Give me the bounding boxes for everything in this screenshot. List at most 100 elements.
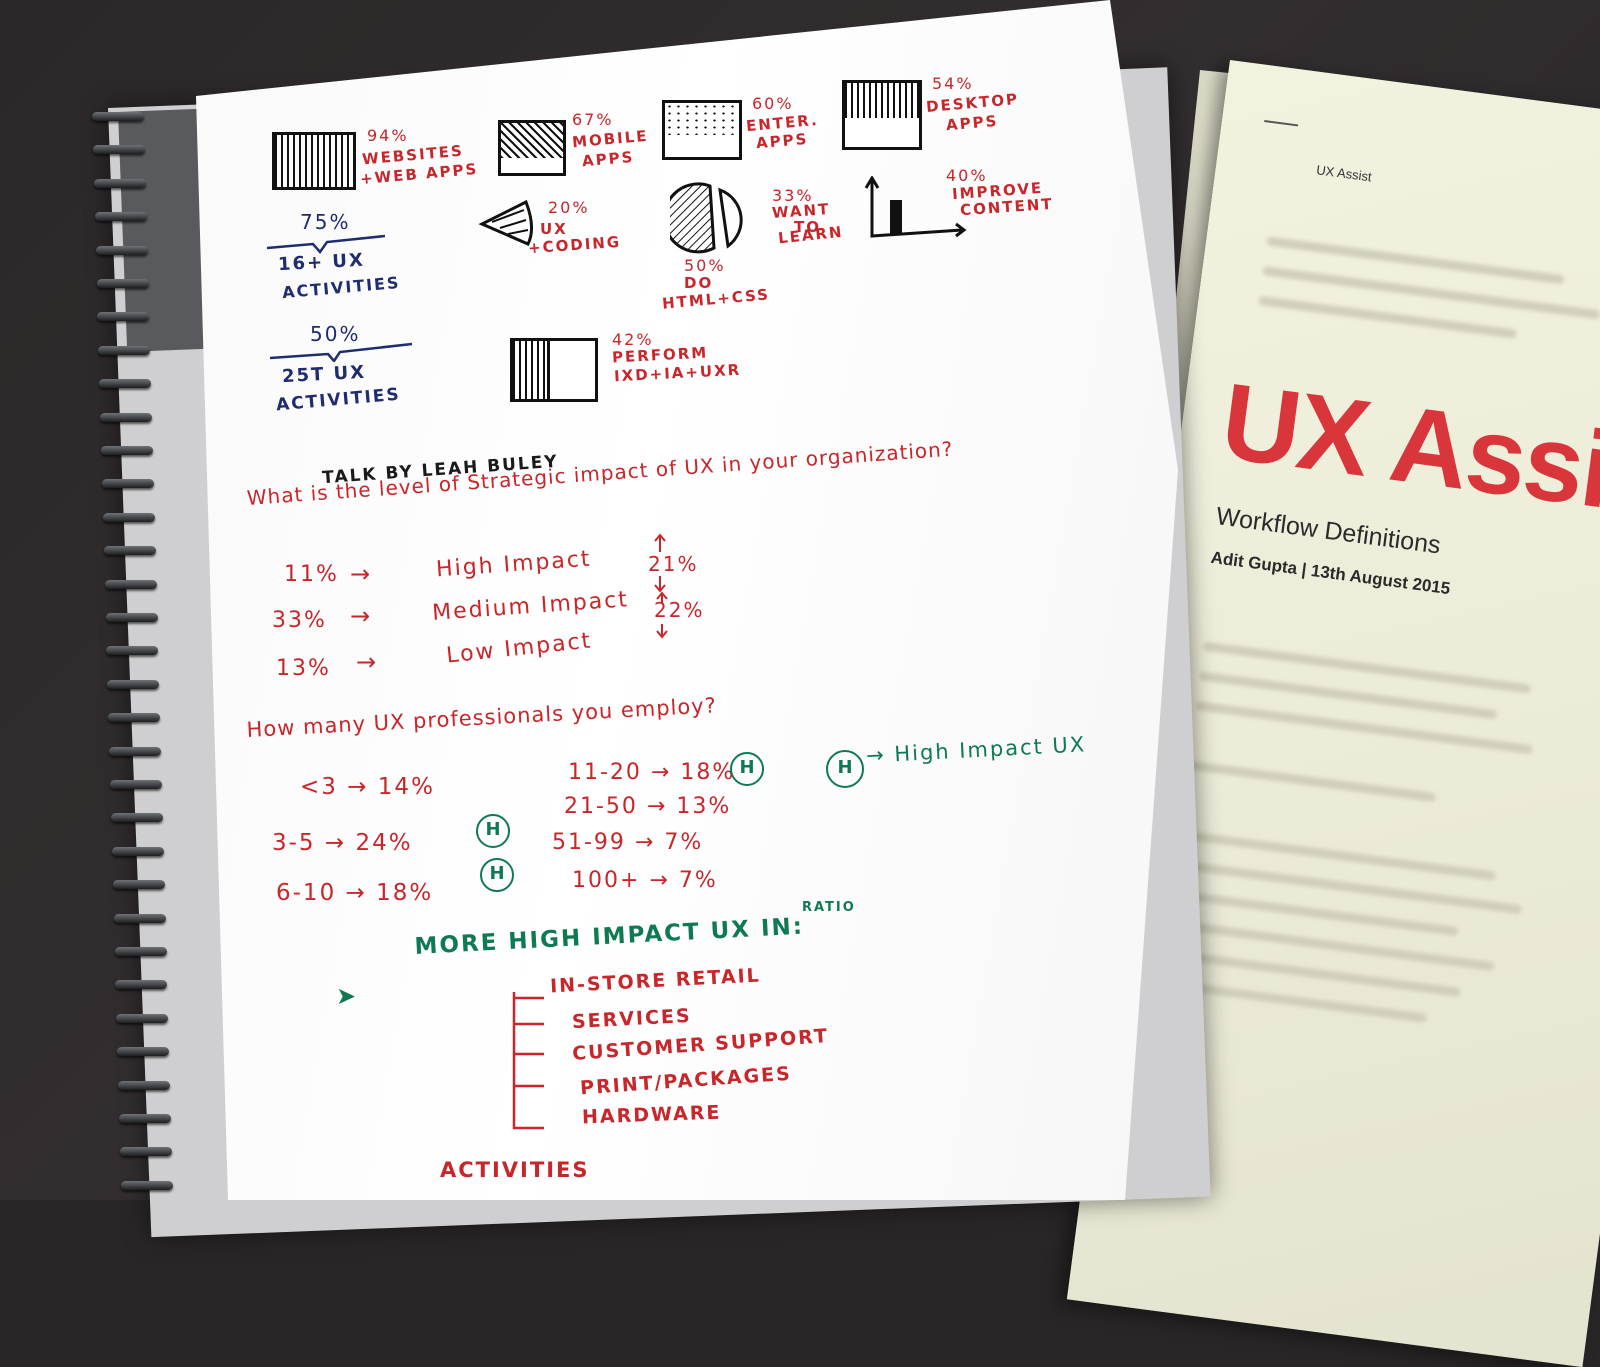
handwritten-note-page: 94% WEBSITES +WEB APPS 67% MOBILE APPS 6… <box>196 0 1178 1200</box>
bottom-partial-text: ACTIVITIES <box>440 1158 590 1182</box>
spiral-coil <box>111 846 164 856</box>
spiral-coil <box>101 479 154 489</box>
stat-pct: 50% <box>310 322 361 346</box>
stat-label: MOBILE <box>571 126 650 152</box>
high-impact-legend: → High Impact UX <box>865 732 1087 768</box>
spiral-coil <box>110 813 163 823</box>
stat-label: ACTIVITIES <box>275 384 402 416</box>
stat-pct: 33% <box>772 186 814 205</box>
spiral-coil <box>103 546 156 556</box>
stat-pct: 94% <box>367 126 409 145</box>
box-sketch-icon <box>662 100 742 160</box>
impact-pct: 33% <box>272 608 327 633</box>
stat-pct: 60% <box>752 94 794 113</box>
more-list-item: PRINT/PACKAGES <box>579 1062 793 1100</box>
blurred-text-line <box>1187 760 1437 803</box>
spiral-coil <box>110 780 162 789</box>
stat-label: DESKTOP <box>925 89 1020 117</box>
spiral-coil <box>116 1013 169 1023</box>
stat-label: TO <box>794 218 821 236</box>
employ-range: 11-20 → 18% <box>568 760 736 785</box>
stat-label: 16+ UX <box>277 249 366 276</box>
stat-label: APPS <box>945 111 1000 135</box>
underline-arrow-icon <box>266 234 386 254</box>
stat-label: APPS <box>581 147 636 171</box>
spiral-coil <box>106 646 159 656</box>
high-impact-marker-icon: H <box>730 752 764 786</box>
arrow-icon: → <box>350 560 373 588</box>
spiral-coil <box>92 112 144 121</box>
impact-label: High Impact <box>435 546 593 583</box>
impact-label: Medium Impact <box>431 587 630 626</box>
pie-slice-sketch-icon <box>478 199 533 246</box>
spiral-coil <box>98 345 151 355</box>
more-high-impact-heading: MORE HIGH IMPACT UX IN: <box>414 913 805 960</box>
spiral-coil <box>104 579 157 589</box>
impact-range-pct: 21% <box>648 552 699 576</box>
spiral-coil <box>112 880 165 890</box>
stat-label: ACTIVITIES <box>281 272 402 303</box>
ratio-annotation: RATIO <box>802 900 856 915</box>
question-ux-professionals: How many UX professionals you employ? <box>246 693 718 742</box>
stat-pct: 50% <box>684 256 726 275</box>
stat-label: HTML+CSS <box>661 285 771 313</box>
high-impact-marker-icon: H <box>476 814 510 848</box>
arrow-icon: → <box>356 648 379 676</box>
range-arrows-icon <box>654 533 668 639</box>
spiral-coil <box>100 412 153 422</box>
bullet-arrow-icon: ➤ <box>336 982 359 1010</box>
spiral-coil <box>102 512 155 522</box>
stat-label: UX <box>540 220 568 238</box>
stat-pct: 54% <box>932 74 974 93</box>
employ-range: 6-10 → 18% <box>276 880 434 906</box>
more-list-item: SERVICES <box>571 1004 693 1034</box>
document-header-rule <box>1264 120 1299 127</box>
document-title: UX Assi <box>1215 359 1600 531</box>
spiral-coil <box>119 1147 172 1157</box>
stat-label: APPS <box>755 129 810 153</box>
employ-range: 100+ → 7% <box>572 868 718 893</box>
spiral-coil <box>96 279 149 288</box>
stat-label: LEARN <box>777 222 845 248</box>
spiral-coil <box>119 1114 171 1123</box>
branch-lines-icon <box>512 992 544 1130</box>
spiral-coil <box>118 1080 171 1090</box>
spiral-coil <box>99 379 152 389</box>
spiral-coil <box>94 212 147 222</box>
arrow-icon: → <box>350 602 373 630</box>
spiral-coil <box>101 446 153 455</box>
employ-range: <3 → 14% <box>300 774 435 800</box>
stat-pct: 67% <box>572 110 614 129</box>
spiral-coil <box>120 1180 173 1190</box>
spiral-coil <box>93 178 146 188</box>
spiral-coil <box>97 312 150 322</box>
spiral-coil <box>95 245 148 255</box>
more-list-item: HARDWARE <box>581 1101 722 1129</box>
box-sketch-icon <box>498 120 566 176</box>
spiral-coil <box>107 679 160 689</box>
box-sketch-icon <box>842 80 922 150</box>
stat-label: DO <box>684 274 714 292</box>
impact-label: Low Impact <box>445 628 594 669</box>
stat-pct: 20% <box>548 198 590 217</box>
impact-pct: 13% <box>276 656 331 681</box>
split-box-sketch-icon <box>510 338 598 402</box>
spiral-coil <box>108 713 161 723</box>
spiral-coil <box>115 980 168 990</box>
impact-pct: 11% <box>284 562 339 587</box>
spiral-coil <box>105 613 158 622</box>
more-list-item: IN-STORE RETAIL <box>549 964 762 998</box>
stat-label: 25T UX <box>281 361 367 388</box>
employ-range: 3-5 → 24% <box>272 830 413 856</box>
pie-chart-sketch-icon <box>670 182 743 254</box>
employ-range: 21-50 → 13% <box>564 794 732 819</box>
high-impact-legend-icon: H <box>826 750 864 788</box>
spiral-coil <box>114 947 167 956</box>
underline-arrow-icon <box>269 342 413 362</box>
stat-pct: 40% <box>946 166 988 185</box>
high-impact-marker-icon: H <box>480 858 514 892</box>
stat-pct: 42% <box>612 330 654 349</box>
document-header: UX Assist <box>1315 162 1373 185</box>
spiral-binding <box>92 100 173 1200</box>
spiral-coil <box>92 145 145 155</box>
